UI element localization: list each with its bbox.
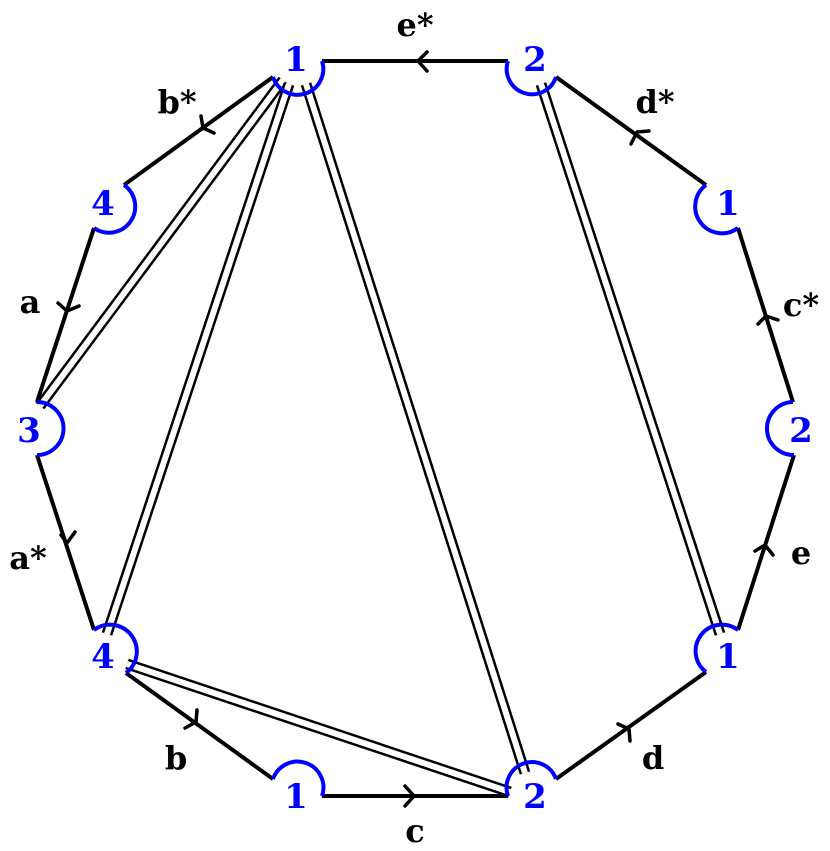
vertex-label-v9: 4 xyxy=(91,184,115,224)
edge-b xyxy=(124,671,275,781)
vertex-arc-v7 xyxy=(92,622,139,675)
edge-labels: e* d* c* e d c b a* a b* xyxy=(9,6,819,850)
arrow-left-icon xyxy=(416,50,429,73)
edge-label-a: a xyxy=(20,283,41,321)
edges xyxy=(35,50,796,808)
vertex-arcs xyxy=(36,60,795,797)
vertex-arc-v6 xyxy=(271,759,326,797)
edge-label-c-star: c* xyxy=(783,286,819,324)
chord-v0-v8 xyxy=(35,76,288,410)
vertex-label-v8: 3 xyxy=(17,411,41,451)
arrow-down-icon xyxy=(56,301,81,313)
vertex-label-v5: 2 xyxy=(523,777,547,817)
edge-label-e: e xyxy=(791,534,811,572)
vertex-arc-v1 xyxy=(504,60,558,97)
edge-label-b-star: b* xyxy=(157,83,196,121)
chord-v0-v5 xyxy=(300,82,531,775)
vertex-arc-v0 xyxy=(271,60,326,97)
arrow-down-right-icon xyxy=(183,708,199,730)
vertex-arc-v5 xyxy=(504,760,558,797)
arrow-up-left-icon xyxy=(629,129,651,146)
edge-label-a-star: a* xyxy=(9,539,47,577)
vertex-label-v1: 2 xyxy=(523,40,547,80)
vertex-label-v2: 1 xyxy=(716,184,740,224)
chords xyxy=(35,76,726,798)
edge-label-c: c xyxy=(405,812,424,850)
edge-label-d: d xyxy=(642,739,664,777)
vertex-labels: 1 2 1 2 1 2 1 4 3 4 xyxy=(17,40,813,817)
vertex-label-v0: 1 xyxy=(284,40,308,80)
chord-v0-v7 xyxy=(101,82,295,636)
edge-d xyxy=(554,670,708,781)
vertex-label-v6: 1 xyxy=(284,777,308,817)
chord-v1-v4 xyxy=(535,82,726,636)
arrow-right-icon xyxy=(403,784,416,808)
edge-e xyxy=(736,454,796,631)
vertex-arc-v8 xyxy=(36,400,66,457)
vertex-label-v7: 4 xyxy=(91,637,115,677)
arrow-down-left-icon xyxy=(199,114,216,135)
edge-a xyxy=(35,227,96,403)
edge-label-d-star: d* xyxy=(635,83,674,121)
arrow-up-icon xyxy=(756,314,780,326)
edge-label-e-star: e* xyxy=(396,6,433,44)
arrow-up-right-icon xyxy=(616,722,632,743)
vertex-arc-v3 xyxy=(765,400,795,458)
chord-v7-v5 xyxy=(125,658,512,798)
vertex-label-v3: 2 xyxy=(789,411,813,451)
arrow-down-icon xyxy=(59,530,77,545)
vertex-label-v4: 1 xyxy=(716,637,740,677)
vertex-arc-v4 xyxy=(693,622,740,674)
arrow-up-icon xyxy=(753,543,775,557)
vertex-arc-v9 xyxy=(92,183,138,235)
vertex-arc-v2 xyxy=(693,183,740,236)
edge-label-b: b xyxy=(165,739,187,777)
edge-b-star xyxy=(122,75,275,187)
edge-d-star xyxy=(554,75,708,187)
